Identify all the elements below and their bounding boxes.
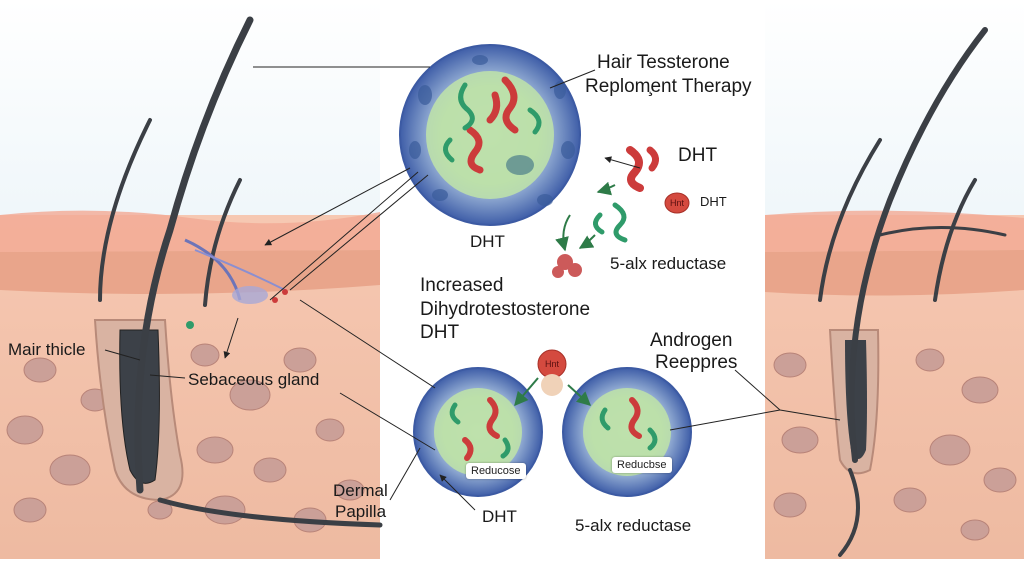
dht-bottom-label: DHT (482, 507, 517, 526)
fat-cells-right (773, 348, 1017, 541)
dihydrotestosterone-label: Dihydrotestosterone (420, 299, 591, 320)
dermal-label: Dermal (333, 481, 388, 500)
alx-reductase-bottom-label: 5-alx reductase (575, 516, 692, 535)
sebaceous-gland-sketch (184, 238, 288, 329)
increased-label: Increased (420, 275, 504, 296)
reeppres-label: Reeppres (655, 352, 738, 373)
bottom-right-cell-icon (562, 367, 692, 497)
dht-molecules-group (552, 146, 659, 278)
reducose-left-chip: Reducose (466, 463, 526, 479)
replacement-therapy-label: Replom̧ent Therapy (585, 76, 752, 97)
top-cell-icon (399, 44, 581, 226)
sebaceous-gland-label: Sebaceous gland (188, 370, 320, 389)
hnt-top-blob-label: Hnt (544, 359, 559, 369)
arrow-icon (514, 181, 616, 407)
hnt-small-label: Hnt (669, 198, 684, 208)
reducose-right-chip: Reducbse (612, 457, 672, 473)
hair-trt-label: Hair Tessterone (597, 52, 730, 73)
right-skin-panel (765, 0, 1024, 559)
molecule-icon (443, 76, 542, 174)
left-skin-panel (0, 0, 383, 559)
hnt-top-blob (537, 349, 567, 396)
mair-thicle-label: Mair thicle (8, 340, 86, 359)
dht-under-label: DHT (420, 322, 460, 343)
hnt-small-blob (664, 192, 690, 214)
alx-reductase-top-label: 5-alx reductase (610, 254, 727, 273)
dht-center-label: DHT (470, 232, 505, 251)
papilla-label: Papilla (335, 502, 387, 521)
dht-small-label: DHT (700, 194, 727, 209)
androgen-label: Androgen (650, 330, 733, 351)
leader-lines (104, 66, 841, 511)
dht-right-label: DHT (678, 145, 718, 166)
